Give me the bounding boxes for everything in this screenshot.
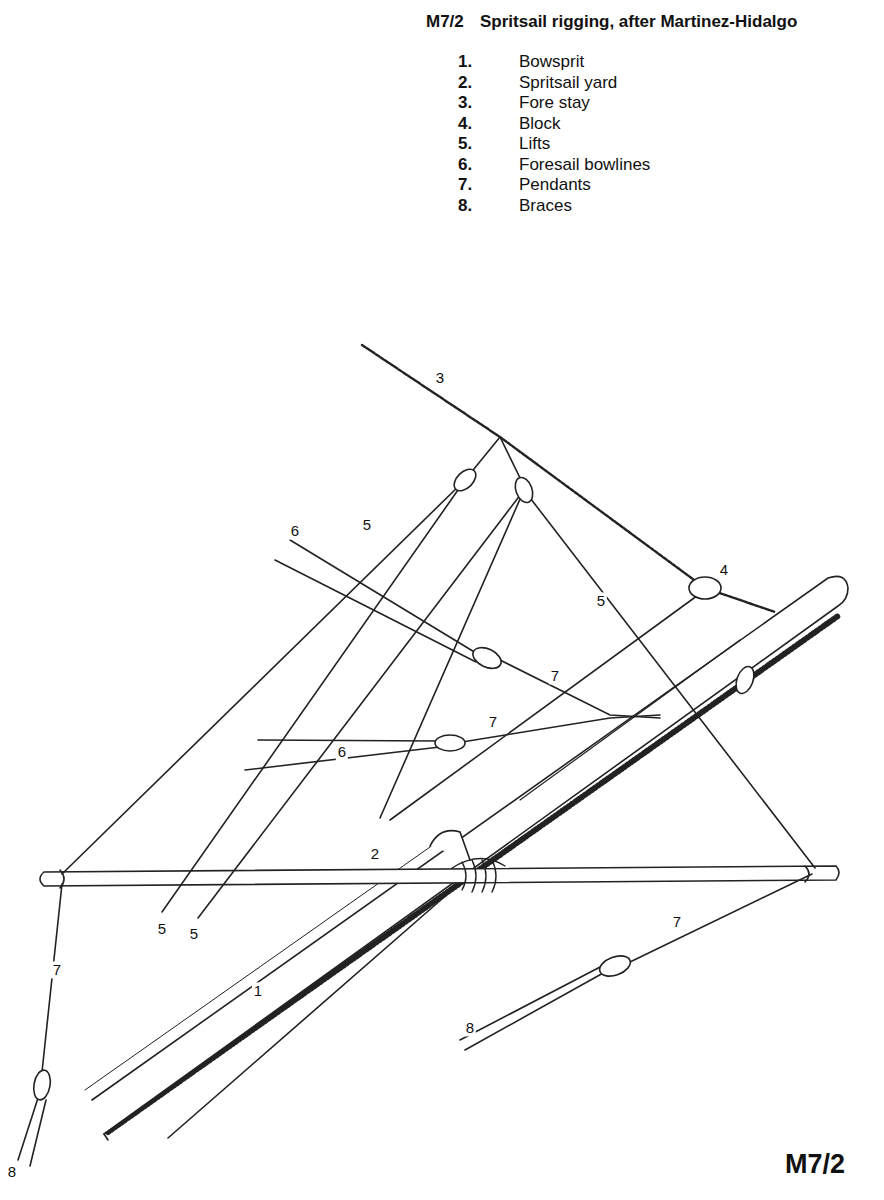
pendant: [500, 660, 660, 718]
block: [733, 664, 758, 696]
bowline: [290, 540, 476, 653]
block: [450, 465, 480, 495]
pendant: [390, 590, 705, 820]
key-number: 6.: [458, 155, 472, 175]
lift: [500, 437, 705, 588]
bowsprit-end: [104, 1134, 108, 1140]
key-number: 2.: [458, 73, 472, 93]
key-number: 7.: [458, 175, 472, 195]
block: [512, 475, 536, 505]
callout-number: 3: [434, 369, 446, 386]
callout-number: 5: [156, 920, 168, 937]
key-number: 5.: [458, 134, 472, 154]
lashing: [452, 858, 505, 892]
saddle: [430, 831, 470, 860]
key-number: 4.: [458, 114, 472, 134]
callout-number: 5: [361, 516, 373, 533]
brace: [465, 972, 605, 1050]
key-name: Pendants: [519, 175, 591, 195]
key-name: Braces: [519, 196, 572, 216]
block: [470, 644, 505, 673]
callout-number: 5: [595, 592, 607, 609]
yard-arm-lashing: [805, 866, 809, 882]
brace: [30, 1100, 46, 1166]
key-number: 8.: [458, 196, 472, 216]
figure-code: M7/2: [426, 12, 464, 32]
lift: [380, 490, 524, 818]
callout-number: 8: [6, 1163, 18, 1180]
callout-number: 8: [464, 1019, 476, 1036]
figure-title: Spritsail rigging, after Martinez-Hidalg…: [480, 12, 840, 32]
key-name: Fore stay: [519, 93, 590, 113]
pendant: [630, 874, 812, 962]
callout-number: 1: [252, 982, 264, 999]
callout-number: 2: [369, 845, 381, 862]
callout-number: 6: [336, 743, 348, 760]
callout-number: 7: [549, 667, 561, 684]
key-name: Foresail bowlines: [519, 155, 650, 175]
key-name: Block: [519, 114, 561, 134]
bowline: [258, 740, 440, 741]
brace: [18, 1098, 38, 1160]
rope: [520, 640, 740, 800]
lift: [62, 480, 465, 874]
key-number: 3.: [458, 93, 472, 113]
fore-stay: [362, 345, 775, 612]
block: [32, 1069, 53, 1101]
lift: [524, 490, 815, 868]
block: [435, 735, 465, 751]
callout-number: 4: [718, 561, 730, 578]
lift: [198, 490, 524, 918]
callout-number: 6: [289, 522, 301, 539]
spritsail-yard: [40, 866, 839, 886]
callout-number: 7: [51, 961, 63, 978]
block: [689, 577, 721, 599]
brace: [460, 966, 602, 1040]
key-name: Spritsail yard: [519, 73, 617, 93]
key-number: 1.: [458, 52, 472, 72]
block: [597, 952, 633, 980]
callout-number: 7: [487, 713, 499, 730]
bowline: [275, 560, 476, 662]
lift: [162, 480, 465, 912]
key-name: Bowsprit: [519, 52, 584, 72]
bowsprit: [92, 576, 848, 1134]
callout-number: 7: [671, 913, 683, 930]
key-name: Lifts: [519, 134, 550, 154]
rope: [168, 892, 450, 1138]
figure-code: M7/2: [785, 1149, 845, 1180]
callout-number: 5: [188, 925, 200, 942]
